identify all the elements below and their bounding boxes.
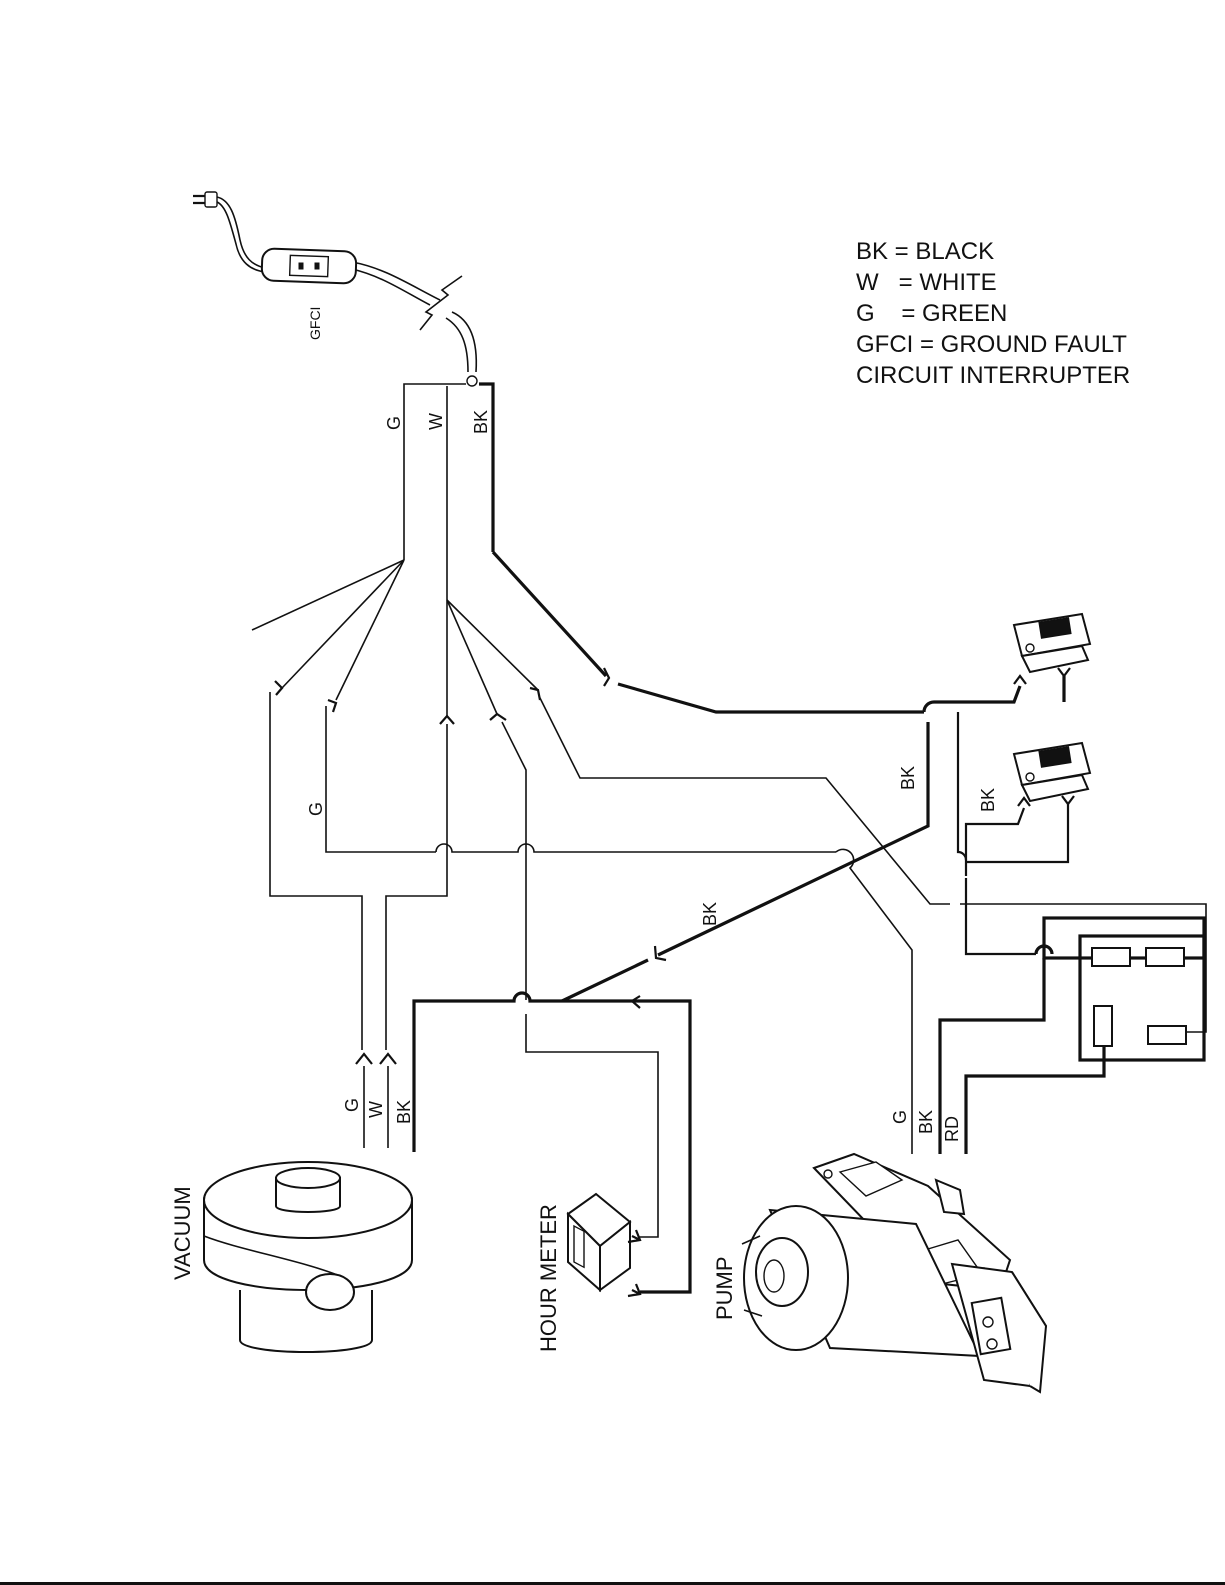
- vacuum-label: VACUUM: [170, 1186, 195, 1280]
- vacuum-icon: [204, 1162, 412, 1352]
- pump-g-label: G: [890, 1110, 910, 1124]
- wire-color-legend: BK = BLACK W = WHITE G = GREEN GFCI = GR…: [856, 236, 1130, 391]
- vac-bk-label: BK: [394, 1100, 414, 1124]
- pump-bk-label: BK: [916, 1110, 936, 1134]
- vac-g-label: G: [342, 1098, 362, 1112]
- legend-line-bk: BK = BLACK: [856, 236, 1130, 267]
- ground-crossover: [436, 844, 912, 1114]
- legend-line-w: W = WHITE: [856, 267, 1130, 298]
- hour-meter-label: HOUR METER: [536, 1204, 561, 1352]
- pump-label: PUMP: [712, 1256, 737, 1320]
- branch-g-label: G: [306, 802, 326, 816]
- pump-rd-label: RD: [942, 1116, 962, 1142]
- black-wire: [414, 552, 1070, 1292]
- bk-mid-label: BK: [700, 902, 720, 926]
- main-w-label: W: [426, 413, 446, 430]
- vacuum-leads: [356, 1054, 396, 1148]
- main-bk-label: BK: [471, 410, 491, 434]
- ground-wire-fan: [252, 560, 436, 1050]
- vac-w-label: W: [366, 1101, 386, 1118]
- gfci-cord: [193, 192, 477, 386]
- bk-switch-label: BK: [978, 788, 998, 812]
- main-g-label: G: [384, 416, 404, 430]
- legend-line-g: G = GREEN: [856, 298, 1130, 329]
- legend-line-gfci-cont: CIRCUIT INTERRUPTER: [856, 360, 1130, 391]
- pump-icon: [742, 1154, 1046, 1392]
- switch-bottom: [1014, 743, 1090, 801]
- legend-line-gfci: GFCI = GROUND FAULT: [856, 329, 1130, 360]
- bk-right-label: BK: [898, 766, 918, 790]
- gfci-device: [261, 248, 356, 283]
- hour-meter-icon: [568, 1194, 640, 1296]
- gfci-label: GFCI: [307, 307, 323, 340]
- switch-top: [1014, 614, 1090, 672]
